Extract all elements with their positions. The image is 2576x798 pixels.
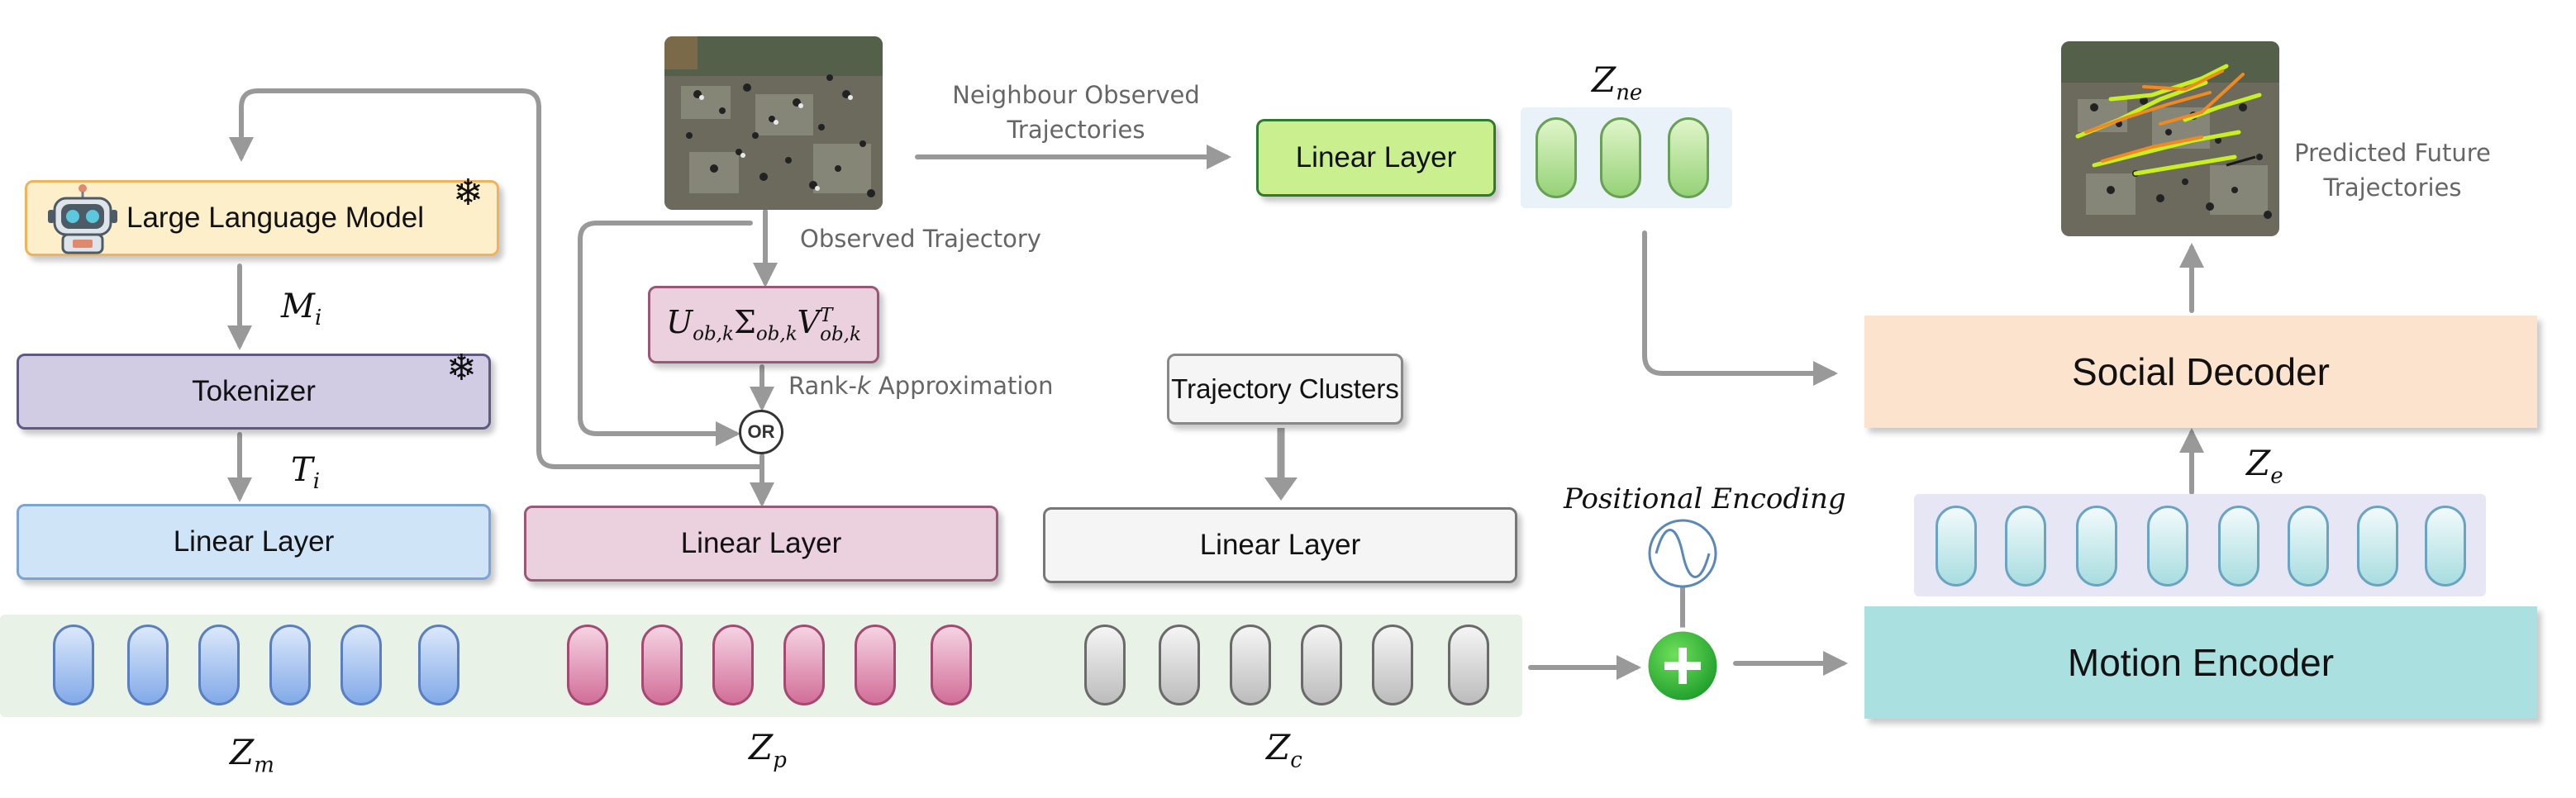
zne-to-decoder-arrow — [1642, 230, 1838, 386]
robot-icon — [48, 184, 117, 254]
linear-layer-clusters-box[interactable]: Linear Layer — [1043, 507, 1517, 583]
z-e-token-panel — [1914, 494, 2486, 596]
frozen-snowflake-icon: ❄ — [446, 348, 477, 388]
z-ne-label: Zne — [1592, 59, 1643, 106]
observed-scene-image — [664, 36, 883, 210]
z-e-token — [2425, 506, 2466, 587]
predicted-future-label: Predicted Future Trajectories — [2294, 139, 2491, 202]
z-p-token — [567, 625, 608, 705]
z-p-token — [931, 625, 972, 705]
t-i-label: Ti — [291, 451, 321, 494]
llm-label: Large Language Model — [126, 202, 425, 234]
tokenizer-box[interactable]: Tokenizer — [17, 354, 491, 430]
z-m-token — [198, 625, 240, 705]
z-p-token — [783, 625, 825, 705]
tokenizer-label: Tokenizer — [192, 375, 316, 407]
z-e-token — [2357, 506, 2398, 587]
z-m-token — [53, 625, 94, 705]
positional-encoding-label: Positional Encoding — [1564, 482, 1846, 515]
linear-layer-label: Linear Layer — [1199, 529, 1361, 561]
z-p-token — [855, 625, 896, 705]
z-c-token — [1084, 625, 1126, 705]
linear-layer-neighbour-box[interactable]: Linear Layer — [1256, 119, 1496, 197]
predicted-trajectories-illustration — [2061, 41, 2279, 236]
bypass-to-or-arrow — [578, 221, 753, 446]
z-m-label: Zm — [230, 732, 274, 778]
z-p-token — [641, 625, 683, 705]
z-e-token — [1936, 506, 1977, 587]
z-ne-token — [1600, 117, 1641, 198]
z-m-token — [418, 625, 459, 705]
z-c-label: Zc — [1266, 727, 1302, 773]
linear-layer-trajectory-box[interactable]: Linear Layer — [524, 506, 998, 582]
linear-layer-label: Linear Layer — [173, 525, 335, 558]
loop-to-llm-arrow — [229, 88, 763, 469]
frozen-snowflake-icon: ❄ — [453, 173, 483, 213]
z-e-token — [2005, 506, 2046, 587]
z-c-token — [1159, 625, 1200, 705]
z-ne-token — [1668, 117, 1709, 198]
trajectory-clusters-box[interactable]: Trajectory Clusters — [1167, 354, 1403, 425]
or-junction: OR — [739, 410, 783, 454]
motion-encoder-label: Motion Encoder — [2067, 641, 2335, 684]
z-c-token — [1372, 625, 1413, 705]
z-ne-token — [1536, 117, 1577, 198]
motion-encoder-box[interactable]: Motion Encoder — [1864, 606, 2537, 719]
linear-layer-label: Linear Layer — [680, 527, 842, 559]
z-m-token — [340, 625, 382, 705]
social-decoder-box[interactable]: Social Decoder — [1864, 316, 2537, 428]
linear-layer-llm-box[interactable]: Linear Layer — [17, 504, 491, 580]
z-e-token — [2218, 506, 2259, 587]
z-e-label: Ze — [2246, 443, 2283, 489]
z-p-label: Zp — [749, 727, 787, 773]
neighbour-observed-label: Neighbour Observed Trajectories — [952, 81, 1200, 145]
sine-wave-icon — [1648, 519, 1717, 588]
social-decoder-label: Social Decoder — [2072, 350, 2330, 393]
z-c-token — [1301, 625, 1342, 705]
z-m-token — [127, 625, 169, 705]
z-e-token — [2076, 506, 2117, 587]
z-c-token — [1448, 625, 1489, 705]
trajectory-clusters-label: Trajectory Clusters — [1171, 373, 1399, 404]
z-p-token — [712, 625, 754, 705]
z-c-token — [1230, 625, 1271, 705]
observed-trajectory-label: Observed Trajectory — [800, 225, 1041, 253]
z-e-token — [2147, 506, 2188, 587]
z-m-token — [269, 625, 311, 705]
rank-k-label: Rank-k Approximation — [788, 372, 1054, 400]
crowd-scene-illustration — [664, 36, 883, 210]
m-i-label: Mi — [281, 287, 322, 330]
linear-layer-label: Linear Layer — [1295, 141, 1457, 173]
add-icon — [1644, 627, 1721, 705]
z-e-token — [2288, 506, 2329, 587]
predicted-scene-image — [2061, 41, 2279, 236]
